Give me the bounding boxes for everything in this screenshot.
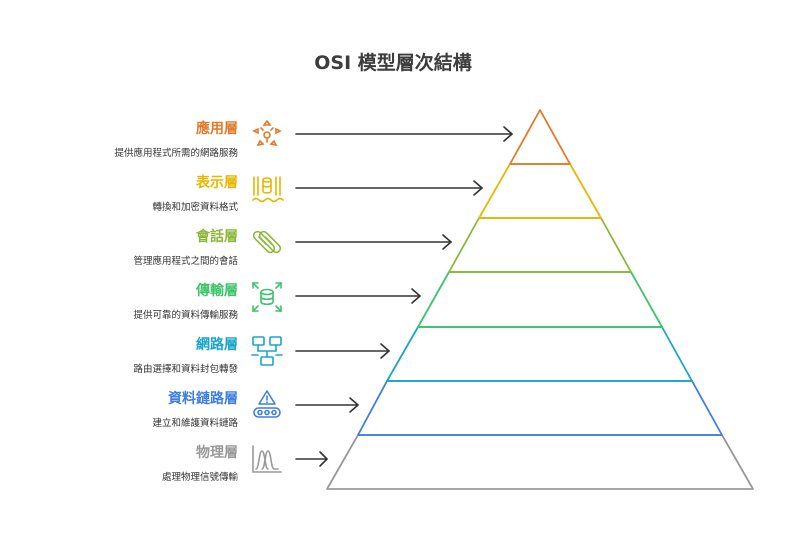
pyramid-layer-presentation — [478, 163, 602, 219]
data-format-icon — [252, 176, 284, 203]
layer-name-presentation: 表示層 — [196, 175, 238, 191]
arrow-physical — [295, 451, 328, 467]
layer-name-physical: 物理層 — [196, 445, 238, 461]
arrow-presentation — [295, 180, 483, 196]
pyramid-layer-network — [386, 326, 693, 382]
layer-desc-session: 管理應用程式之間的會話 — [133, 256, 238, 267]
layer-desc-application: 提供應用程式所需的網路服務 — [114, 148, 238, 159]
layer-name-datalink: 資料鏈路層 — [168, 391, 238, 407]
arrow-session — [295, 234, 452, 250]
arrow-datalink — [295, 397, 359, 413]
layer-name-session: 會話層 — [196, 229, 238, 245]
layer-desc-network: 路由選擇和資料封包轉發 — [133, 364, 238, 375]
layer-desc-physical: 處理物理信號傳輸 — [161, 472, 238, 483]
layer-name-network: 網路層 — [196, 337, 238, 353]
pyramid-layer-application — [509, 109, 571, 165]
diagram-title: OSI 模型層次結構 — [314, 52, 472, 74]
pyramid-layer-transport — [417, 271, 663, 328]
layer-desc-transport: 提供可靠的資料傳輸服務 — [133, 310, 238, 321]
pyramid-layer-datalink — [357, 380, 723, 436]
arrow-network — [295, 343, 390, 359]
arrow-transport — [295, 288, 421, 304]
signal-wave-icon — [252, 445, 282, 473]
session-link-icon — [252, 230, 282, 254]
arrow-application — [295, 126, 513, 142]
network-nodes-icon — [251, 336, 283, 366]
data-link-icon — [253, 390, 281, 418]
layer-name-application: 應用層 — [196, 121, 238, 137]
transport-database-icon — [252, 282, 282, 312]
pyramid-layer-session — [448, 217, 632, 273]
pyramid-layer-physical — [326, 434, 754, 490]
layer-desc-presentation: 轉換和加密資料格式 — [152, 202, 238, 213]
app-network-icon — [252, 119, 282, 147]
layer-name-transport: 傳輸層 — [196, 283, 238, 299]
layer-desc-datalink: 建立和維護資料鏈路 — [152, 418, 238, 429]
